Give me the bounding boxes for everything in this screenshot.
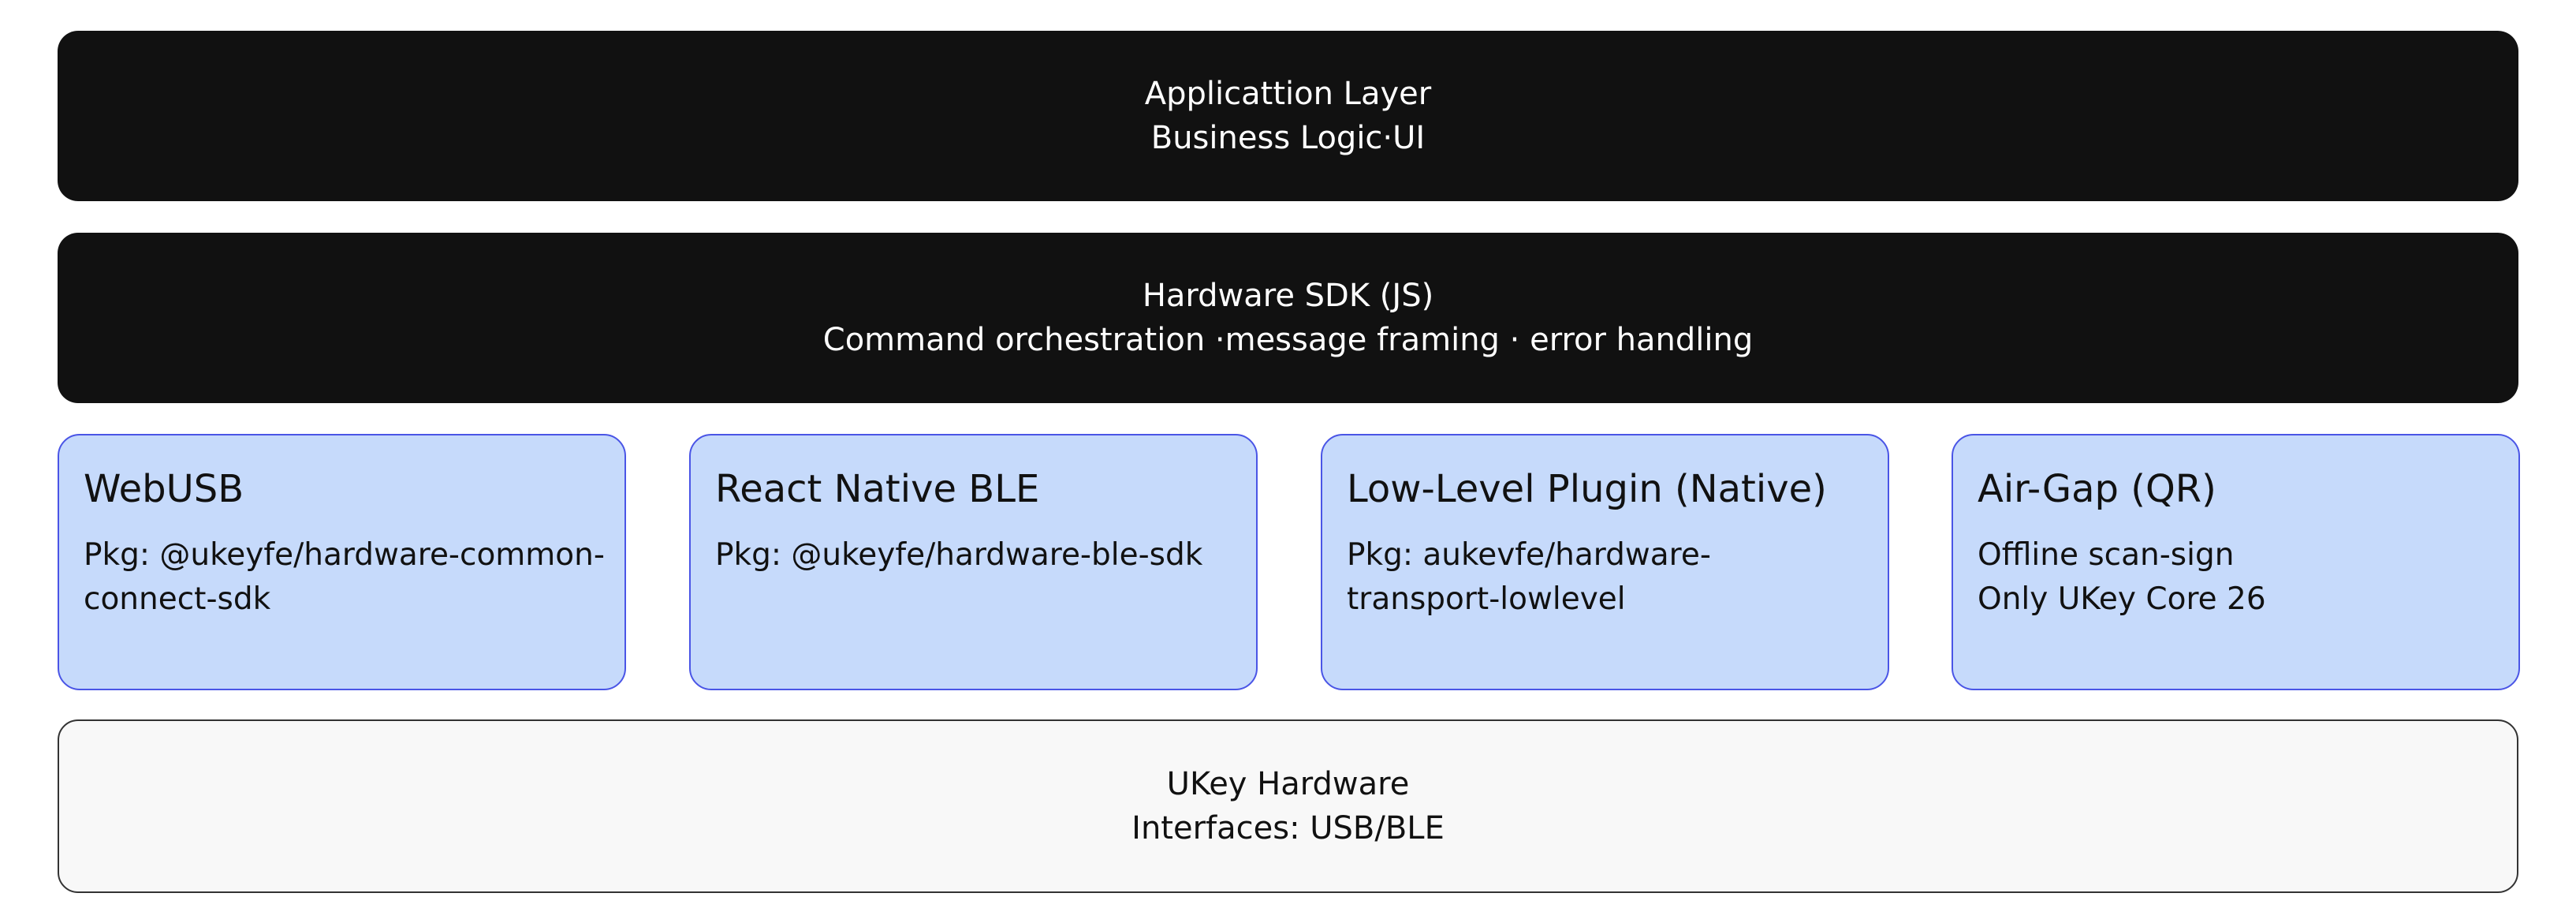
- transport-desc-line: Pkg: @ukeyfe/hardware-common-: [84, 537, 605, 573]
- hardware-layer: UKey Hardware Interfaces: USB/BLE: [58, 719, 2518, 893]
- application-layer: Applicattion Layer Business Logic·UI: [58, 31, 2518, 201]
- transport-react-native-ble: React Native BLE Pkg: @ukeyfe/hardware-b…: [689, 434, 1258, 690]
- transport-desc-line: Pkg: @ukeyfe/hardware-ble-sdk: [715, 537, 1203, 573]
- transport-low-level-plugin: Low-Level Plugin (Native) Pkg: aukevfe/h…: [1321, 434, 1889, 690]
- transport-description: Pkg: aukevfe/hardware- transport-lowleve…: [1347, 533, 1864, 622]
- transport-desc-line: Pkg: aukevfe/hardware-: [1347, 537, 1711, 573]
- transport-desc-line: transport-lowlevel: [1347, 581, 1626, 617]
- transport-desc-line: Offline scan-sign: [1978, 537, 2235, 573]
- hardware-subtitle: Interfaces: USB/BLE: [1131, 810, 1445, 846]
- transport-webusb: WebUSB Pkg: @ukeyfe/hardware-common- con…: [58, 434, 626, 690]
- transport-title: Air-Gap (QR): [1978, 467, 2216, 511]
- hardware-sdk-subtitle: Command orchestration ·message framing ·…: [822, 322, 1754, 358]
- transport-desc-line: connect-sdk: [84, 581, 271, 617]
- application-layer-title: Applicattion Layer: [1144, 76, 1432, 112]
- transport-title: Low-Level Plugin (Native): [1347, 467, 1827, 511]
- transport-desc-line: Only UKey Core 26: [1978, 581, 2266, 617]
- transport-description: Offline scan-sign Only UKey Core 26: [1978, 533, 2495, 622]
- application-layer-subtitle: Business Logic·UI: [1150, 120, 1426, 156]
- hardware-title: UKey Hardware: [1166, 766, 1410, 802]
- transport-description: Pkg: @ukeyfe/hardware-ble-sdk: [715, 533, 1232, 577]
- transport-description: Pkg: @ukeyfe/hardware-common- connect-sd…: [84, 533, 605, 622]
- hardware-sdk-layer: Hardware SDK (JS) Command orchestration …: [58, 233, 2518, 403]
- transport-air-gap-qr: Air-Gap (QR) Offline scan-sign Only UKey…: [1952, 434, 2520, 690]
- transport-title: React Native BLE: [715, 467, 1040, 511]
- transport-title: WebUSB: [84, 467, 244, 511]
- hardware-sdk-title: Hardware SDK (JS): [1142, 278, 1434, 314]
